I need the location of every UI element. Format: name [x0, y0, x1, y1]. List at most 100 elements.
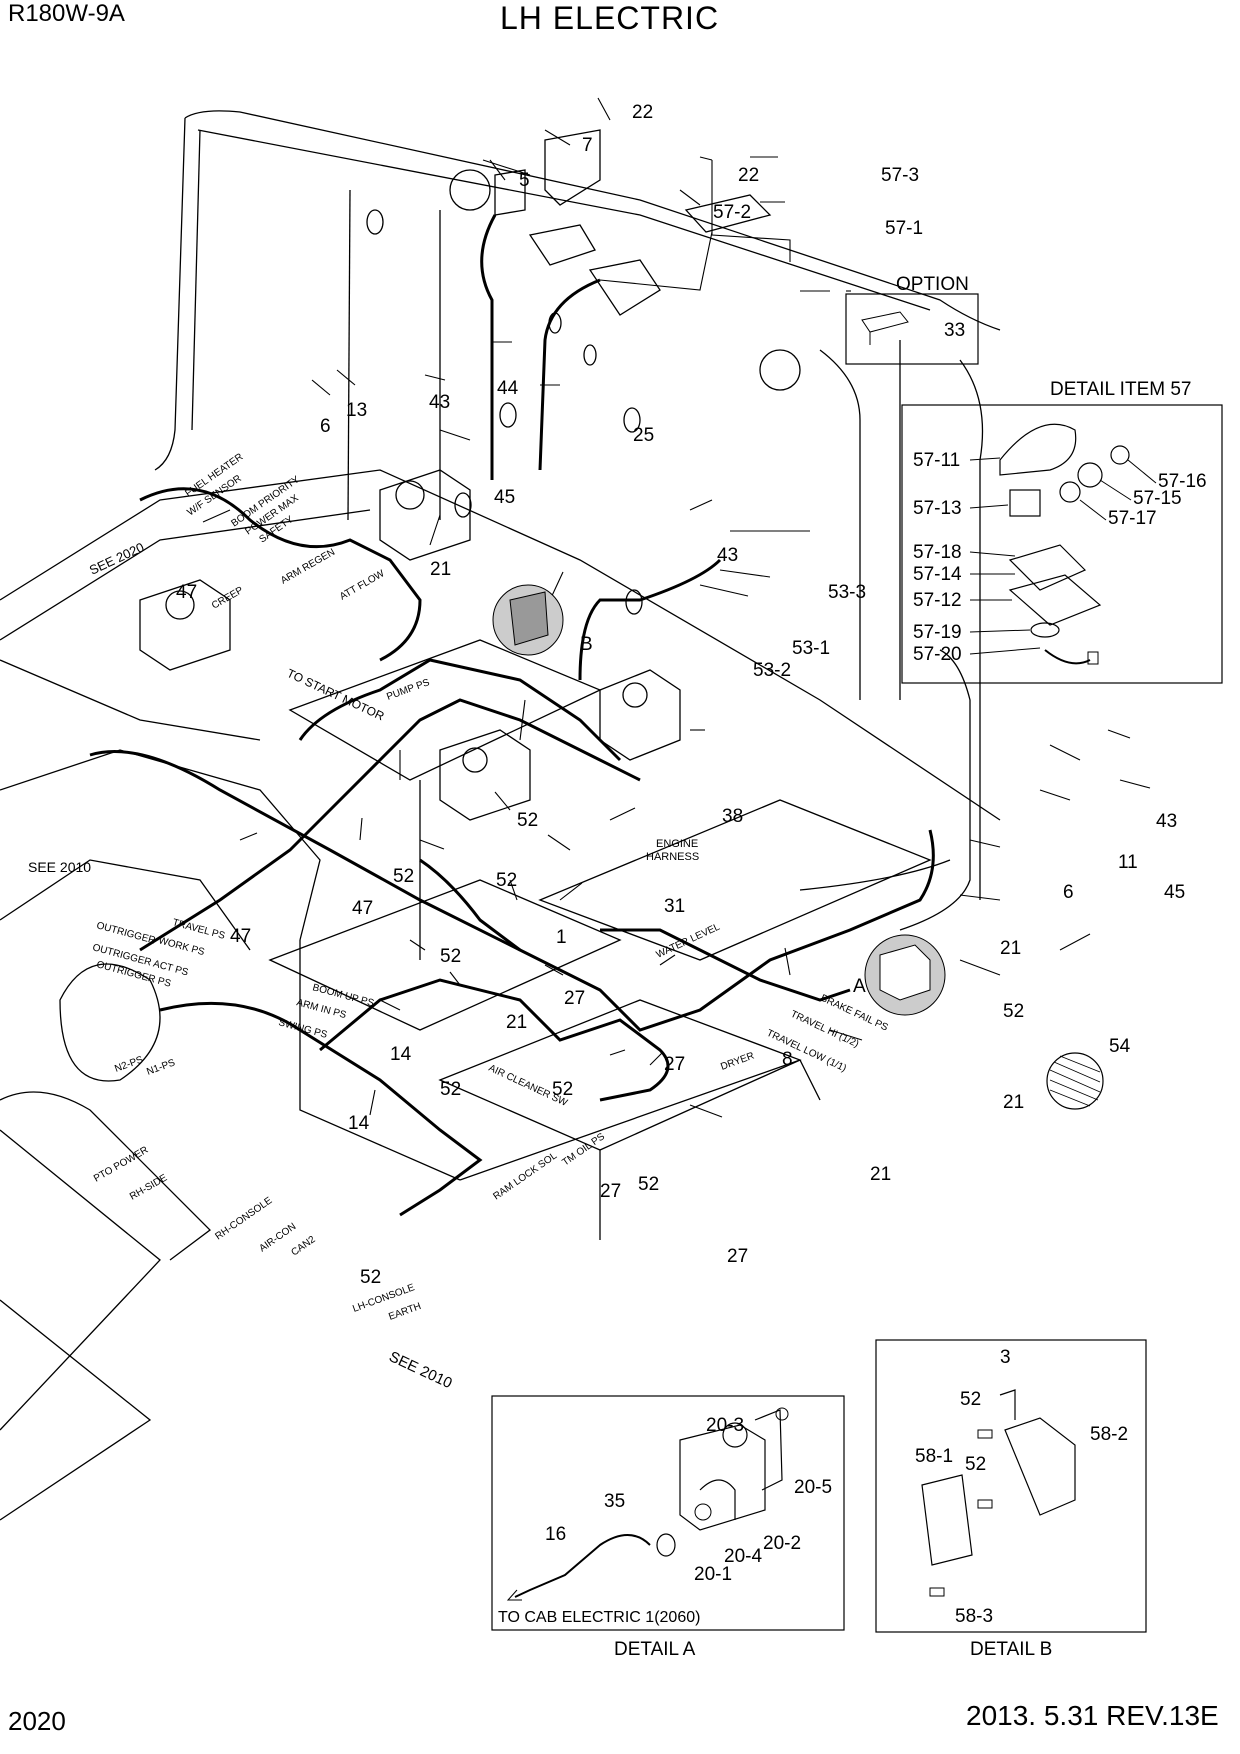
label-20-3: 20-3 [706, 1415, 744, 1436]
harness-label: SEE 2010 [28, 859, 91, 875]
label-52-b1: 52 [960, 1389, 981, 1410]
callout-label: 52 [440, 946, 461, 967]
detail-b-box [875, 1339, 1147, 1633]
detail-a-part [879, 944, 931, 1001]
detail-a-caption: DETAIL A [614, 1639, 696, 1660]
callout-label: 52 [440, 1079, 461, 1100]
harness-label: N1-PS [145, 1057, 177, 1078]
detail-a-note: TO CAB ELECTRIC 1(2060) [498, 1609, 700, 1626]
callout-label: 22 [632, 102, 653, 123]
callout-label: 11 [1118, 852, 1138, 873]
callout-label: 52 [517, 810, 538, 831]
harness-label: TRAVEL PS [171, 917, 226, 942]
callout-label: 52 [360, 1267, 381, 1288]
harness-label: HARNESS [646, 851, 699, 863]
callout-label: 33 [944, 320, 965, 341]
page-title: LH ELECTRIC [500, 0, 720, 36]
harness-label: RH-SIDE [128, 1172, 169, 1202]
harness-label: ARM REGEN [279, 547, 337, 587]
label-57-19: 57-19 [913, 622, 962, 643]
harness-label: CAN2 [289, 1234, 318, 1259]
harness-label: EARTH [387, 1301, 422, 1323]
label-57-18: 57-18 [913, 542, 962, 563]
callout-label: 45 [1164, 882, 1185, 903]
callout-label: 47 [352, 898, 373, 919]
callout-label: 14 [390, 1044, 412, 1065]
callout-label: 7 [582, 135, 593, 156]
callout-label: 44 [497, 378, 519, 399]
label-52-b2: 52 [965, 1454, 986, 1475]
harness-label: CREEP [210, 585, 246, 612]
detail-a-box [491, 1395, 845, 1631]
callout-label: 53-1 [792, 638, 830, 659]
detail-b-part [509, 591, 549, 646]
detail-57-leaders [969, 457, 1157, 655]
harness-label: SEE 2020 [87, 539, 146, 577]
option-box [845, 293, 979, 365]
harness-labels: SEE 2020 SEE 2010 SEE 2010 TO START MOTO… [28, 452, 890, 1393]
callout-label: 13 [346, 400, 367, 421]
harness-label: N2-PS [113, 1054, 145, 1075]
leader-lines [202, 97, 1151, 1118]
label-57-12: 57-12 [913, 590, 962, 611]
callout-label: 38 [722, 806, 743, 827]
label-57-16: 57-16 [1158, 471, 1207, 492]
harness-label: OUTRIGGER [95, 920, 156, 946]
callout-label: 52 [496, 870, 517, 891]
callout-label: 53-3 [828, 582, 866, 603]
callout-label: 43 [429, 392, 450, 413]
callout-label: 1 [556, 927, 567, 948]
callout-label: 52 [638, 1174, 659, 1195]
callout-label: 8 [782, 1049, 793, 1070]
callout-label: 53-2 [753, 660, 791, 681]
harness-label: RAM LOCK SOL [491, 1150, 559, 1202]
callout-label: 21 [1000, 938, 1021, 959]
label-58-2: 58-2 [1090, 1424, 1128, 1445]
callout-label: 54 [1109, 1036, 1131, 1057]
harness-label: TO START MOTOR [285, 666, 387, 723]
revision-date: 2013. 5.31 REV.13E [966, 1700, 1219, 1731]
harness-label: RH-CONSOLE [213, 1195, 274, 1242]
label-20-5: 20-5 [794, 1477, 832, 1498]
callout-label: 22 [738, 165, 759, 186]
callout-label: 27 [600, 1181, 621, 1202]
callout-label: 27 [564, 988, 585, 1009]
callout-label: 45 [494, 487, 515, 508]
label-16: 16 [545, 1524, 566, 1545]
callout-label: 57-1 [885, 218, 923, 239]
label-20-1: 20-1 [694, 1564, 732, 1585]
callout-label: 43 [1156, 811, 1177, 832]
label-58-1: 58-1 [915, 1446, 953, 1467]
label-57-14: 57-14 [913, 564, 962, 585]
harness-label: ARM IN PS [295, 997, 348, 1021]
callout-label: 43 [717, 545, 738, 566]
callout-label: 52 [393, 866, 414, 887]
detail-item-57-title: DETAIL ITEM 57 [1050, 379, 1191, 400]
callout-label: 5 [519, 170, 530, 191]
callout-label: 21 [430, 559, 451, 580]
detail-item-57-box [901, 404, 1223, 684]
label-20-4: 20-4 [724, 1546, 762, 1567]
harness-label: ENGINE [656, 838, 698, 850]
callout-label: 6 [320, 416, 331, 437]
label-20-2: 20-2 [763, 1533, 801, 1554]
callout-label: 27 [727, 1246, 748, 1267]
option-label: OPTION [896, 274, 969, 295]
label-35: 35 [604, 1491, 625, 1512]
harness-label: WORK PS [157, 935, 206, 958]
model-code: R180W-9A [8, 0, 125, 27]
harness-label: PUMP PS [385, 677, 431, 703]
label-58-3: 58-3 [955, 1606, 993, 1627]
label-57-17: 57-17 [1108, 508, 1157, 529]
detail-b-caption: DETAIL B [970, 1639, 1052, 1660]
callout-label: B [580, 634, 593, 655]
callout-label: 52 [552, 1079, 573, 1100]
callout-label: 6 [1063, 882, 1074, 903]
callout-label: 14 [348, 1113, 370, 1134]
callout-label: 21 [506, 1012, 527, 1033]
callout-label: 27 [664, 1054, 685, 1075]
callout-label: A [853, 976, 866, 997]
callout-label: 47 [176, 582, 197, 603]
callout-label: 52 [1003, 1001, 1024, 1022]
